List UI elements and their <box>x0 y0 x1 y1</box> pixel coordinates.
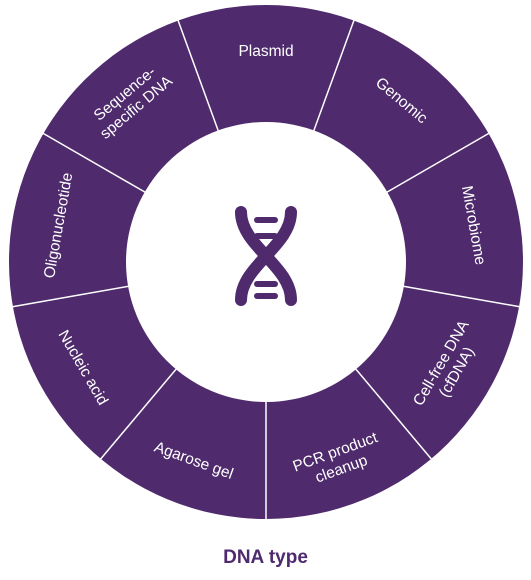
segment-dividers <box>10 18 522 521</box>
segment-divider <box>312 18 356 133</box>
segment-divider <box>41 131 147 194</box>
segment-divider <box>10 285 131 308</box>
diagram-caption: DNA type <box>223 547 308 568</box>
segment-divider <box>385 131 491 194</box>
segment-divider <box>354 367 434 461</box>
segment-divider <box>98 367 178 461</box>
segment-divider <box>401 285 522 308</box>
segment-label-plasmid: Plasmid <box>238 43 293 60</box>
dna-helix-icon <box>235 206 297 306</box>
segment-divider <box>176 18 220 133</box>
segment-label-line: Plasmid <box>238 43 293 60</box>
